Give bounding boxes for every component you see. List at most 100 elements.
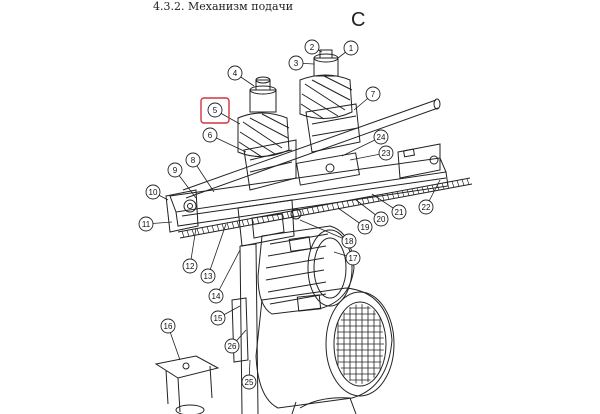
callout-circle <box>304 39 320 55</box>
callout-circle <box>341 233 357 249</box>
callout-number: 7 <box>371 90 376 99</box>
callout-number: 12 <box>186 262 195 271</box>
callout-2: 2 <box>304 39 323 55</box>
left-feed-roller <box>237 76 290 158</box>
callout-number: 18 <box>345 237 354 246</box>
callout-24: 24 <box>341 129 389 157</box>
callout-layer: 1234567891011121314151617181920212223242… <box>138 39 441 390</box>
callout-number: 22 <box>422 203 431 212</box>
callout-number: 20 <box>377 215 386 224</box>
callout-19: 19 <box>337 207 373 235</box>
callout-12: 12 <box>182 227 198 274</box>
callout-number: 3 <box>294 59 299 68</box>
callout-5: 5 <box>207 102 241 125</box>
callout-circle <box>345 250 361 266</box>
callout-circle <box>373 211 389 227</box>
support-column <box>231 243 259 414</box>
callout-1: 1 <box>337 40 359 59</box>
callout-number: 25 <box>245 378 254 387</box>
callout-9: 9 <box>167 162 197 199</box>
callout-6: 6 <box>202 127 247 153</box>
callout-number: 9 <box>173 166 178 175</box>
callout-circle <box>145 184 161 200</box>
callout-14: 14 <box>208 249 241 304</box>
callout-number: 15 <box>214 314 223 323</box>
highlight-box <box>200 97 230 124</box>
callout-number: 11 <box>142 220 151 229</box>
callout-number: 17 <box>349 254 358 263</box>
callout-circle <box>224 338 240 354</box>
callout-circle <box>138 216 154 232</box>
callout-circle <box>288 55 304 71</box>
callout-circle <box>391 204 407 220</box>
callout-circle <box>207 102 223 118</box>
callout-circle <box>241 374 257 390</box>
callout-4: 4 <box>227 65 255 87</box>
callout-11: 11 <box>138 216 173 232</box>
callout-number: 16 <box>164 322 173 331</box>
callout-number: 19 <box>361 223 370 232</box>
callout-number: 2 <box>310 43 315 52</box>
callout-circle <box>182 258 198 274</box>
lower-motor <box>255 287 395 409</box>
callout-circle <box>208 288 224 304</box>
callout-3: 3 <box>288 55 315 71</box>
callout-number: 10 <box>149 188 158 197</box>
callout-25: 25 <box>241 359 257 390</box>
callout-22: 22 <box>418 179 441 215</box>
callout-16: 16 <box>160 318 181 361</box>
callout-circle <box>357 219 373 235</box>
callout-8: 8 <box>185 152 215 193</box>
main-beam <box>169 157 449 227</box>
callout-number: 13 <box>204 272 213 281</box>
lower-right-base <box>291 397 357 414</box>
callout-circle <box>418 199 434 215</box>
view-letter: С <box>351 9 366 31</box>
callout-number: 24 <box>377 133 386 142</box>
lead-screw <box>177 177 473 239</box>
callout-7: 7 <box>353 86 381 111</box>
callout-circle <box>378 145 394 161</box>
callout-number: 26 <box>228 342 237 351</box>
base-plate <box>154 355 220 414</box>
callout-17: 17 <box>333 250 361 266</box>
callout-circle <box>202 127 218 143</box>
callout-26: 26 <box>224 329 247 354</box>
callout-leader <box>299 219 350 242</box>
callout-circle <box>185 152 201 168</box>
callout-circle <box>343 40 359 56</box>
callout-number: 6 <box>208 131 213 140</box>
callout-number: 8 <box>191 156 196 165</box>
callout-number: 5 <box>213 106 218 115</box>
section-caption: 4.3.2. Механизм подачи <box>153 0 294 13</box>
callout-circle <box>200 268 216 284</box>
callout-18: 18 <box>299 219 357 249</box>
right-feed-roller <box>299 49 353 120</box>
callout-number: 4 <box>233 69 238 78</box>
callout-number: 14 <box>212 292 221 301</box>
callout-circle <box>365 86 381 102</box>
callout-13: 13 <box>200 223 227 284</box>
callout-circle <box>373 129 389 145</box>
callout-10: 10 <box>145 184 169 201</box>
callout-circle <box>210 310 226 326</box>
upper-motor <box>257 225 355 315</box>
top-shaft <box>182 98 441 199</box>
callout-21: 21 <box>371 193 407 220</box>
callout-circle <box>160 318 176 334</box>
callout-15: 15 <box>210 305 241 326</box>
callout-23: 23 <box>349 145 394 161</box>
callout-number: 21 <box>395 208 404 217</box>
right-end-plate <box>397 143 441 179</box>
callout-circle <box>167 162 183 178</box>
callout-leader <box>207 223 227 277</box>
left-end-plate <box>165 189 199 233</box>
callout-number: 1 <box>349 44 354 53</box>
callout-number: 23 <box>382 149 391 158</box>
centre-gearbox <box>237 152 361 247</box>
callout-leader <box>215 249 241 297</box>
callout-20: 20 <box>355 199 389 227</box>
roller-brackets <box>243 103 361 191</box>
